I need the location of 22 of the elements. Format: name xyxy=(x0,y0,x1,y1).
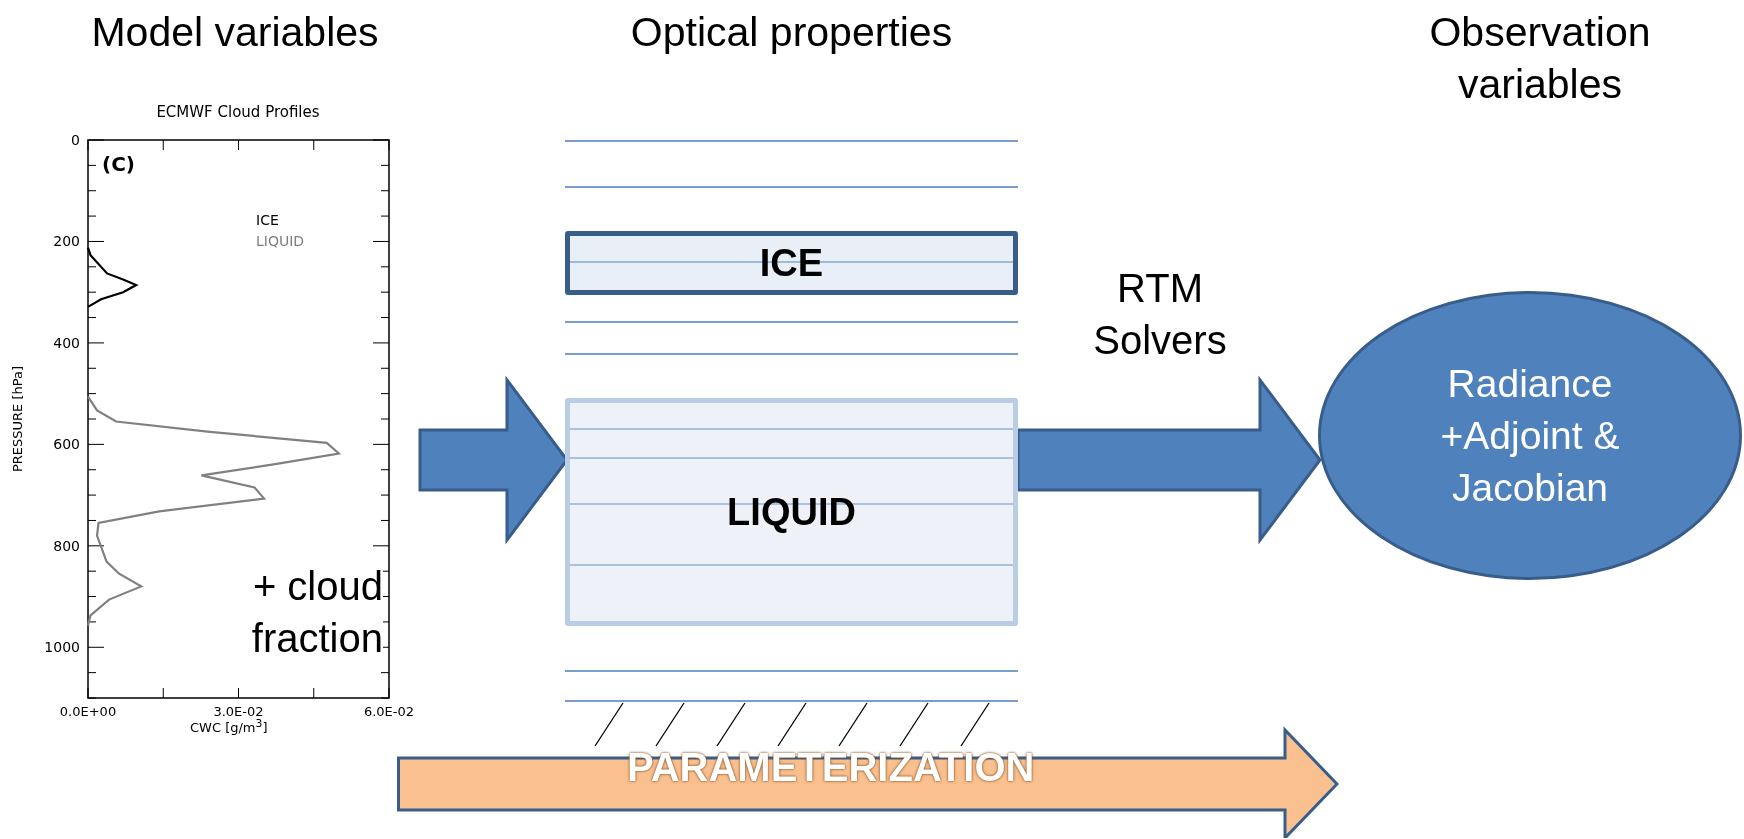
axis-tick-label: 800 xyxy=(53,537,80,554)
cloud-layer-box: LIQUID xyxy=(565,398,1018,626)
axis-tick-label: 0 xyxy=(71,132,80,148)
axis-tick-label: 200 xyxy=(53,233,80,250)
axis-tick-label: 6.0E-02 xyxy=(363,704,415,719)
block-arrow xyxy=(1016,375,1322,545)
panel-label: (C) xyxy=(102,152,135,176)
output-ellipse: Radiance +Adjoint & Jacobian xyxy=(1318,291,1742,580)
axis-tick-label: 0.0E+00 xyxy=(59,704,117,719)
legend-label: LIQUID xyxy=(256,233,305,249)
axis-tick-label: 400 xyxy=(53,334,80,351)
axis-label: CWC [g/m$^{3}$] xyxy=(190,717,268,736)
column-heading: Optical properties xyxy=(629,8,954,57)
axis-tick-label: 600 xyxy=(53,436,80,453)
legend-label: ICE xyxy=(256,212,279,228)
cloud-layer-box: ICE xyxy=(565,231,1018,295)
axis-tick-label: 1000 xyxy=(44,639,80,656)
axis-tick-label: 3.0E-02 xyxy=(213,704,264,719)
axis-label: PRESSURE [hPa] xyxy=(10,365,25,473)
column-heading: Observation variables xyxy=(1428,8,1652,109)
chart-title: ECMWF Cloud Profiles xyxy=(156,103,320,121)
column-heading: Model variables xyxy=(90,8,380,57)
